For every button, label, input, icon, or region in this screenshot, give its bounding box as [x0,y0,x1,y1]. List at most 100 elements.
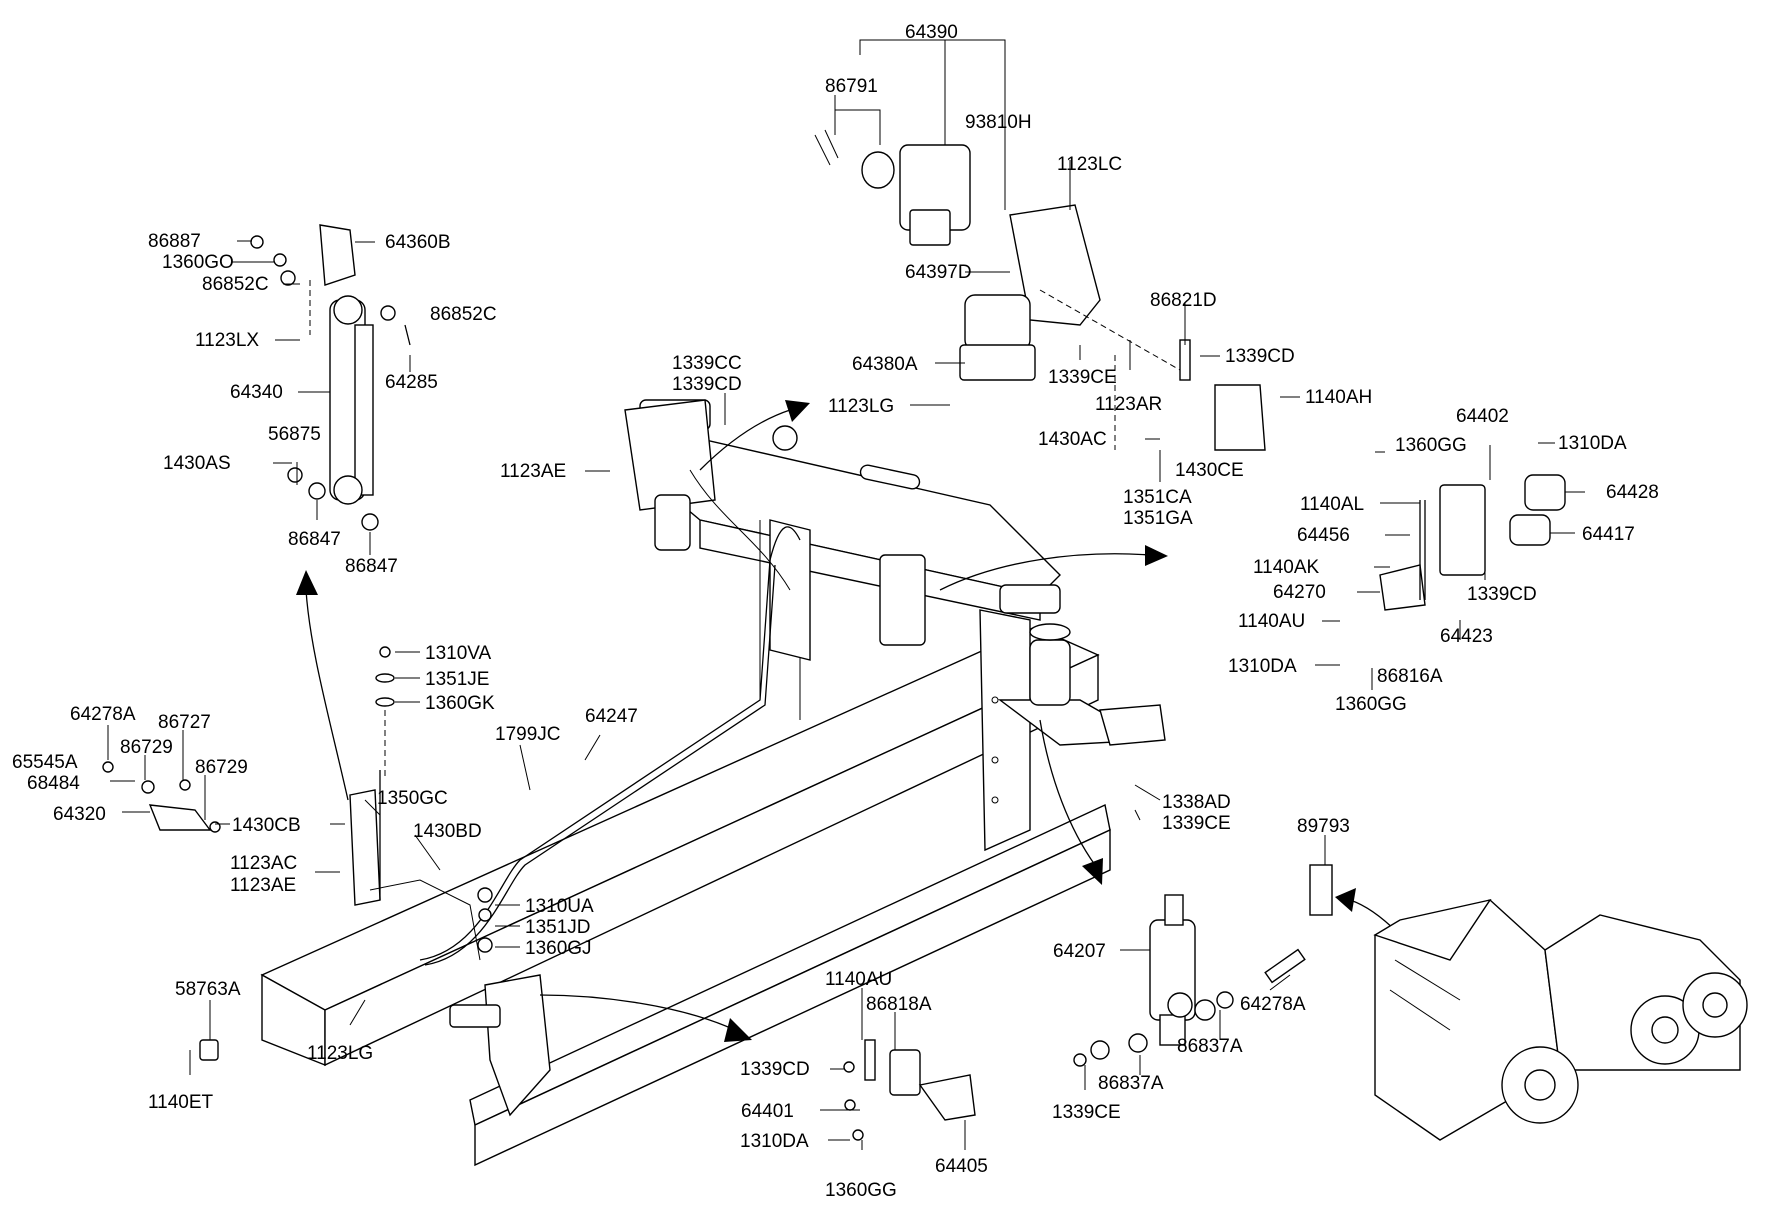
label-89793: 89793 [1297,816,1350,837]
label-1140AH: 1140AH [1305,387,1372,408]
valve-64417 [1509,514,1551,546]
cab-mount-right [999,584,1061,614]
valve-64428 [1524,474,1566,511]
label-86729-a: 86729 [120,737,173,758]
label-64380A: 64380A [852,354,918,375]
truck-illustration [1309,864,1748,1141]
label-86837A-a: 86837A [1177,1036,1243,1057]
label-1310DA-c: 1310DA [740,1131,809,1152]
label-86821D: 86821D [1150,290,1217,311]
label-68484: 68484 [27,773,80,794]
label-64247: 64247 [585,706,638,727]
label-64405: 64405 [935,1156,988,1177]
label-64428: 64428 [1606,482,1659,503]
label-64417: 64417 [1582,524,1635,545]
bracket-1140AH [1214,384,1266,451]
label-1799JC: 1799JC [495,724,561,745]
label-64278A-a: 64278A [70,704,136,725]
shock-absorber-assembly [1073,894,1306,1067]
label-86847-b: 86847 [345,556,398,577]
label-64278A-b: 64278A [1240,994,1306,1015]
label-1123LC: 1123LC [1057,154,1122,175]
label-1351CA: 1351CA [1123,487,1192,508]
frame-rail-left-top [260,626,1100,1011]
valve-block [879,554,926,646]
label-64320: 64320 [53,804,106,825]
label-1351JE: 1351JE [425,669,489,690]
label-64397D: 64397D [905,262,972,283]
label-86852C-b: 86852C [430,304,497,325]
label-1430AS: 1430AS [163,453,231,474]
label-64207: 64207 [1053,941,1106,962]
bracket-64360B [319,224,356,286]
part-labels: 64390 86791 93810H 1123LC 64397D 86821D … [12,22,1659,1201]
label-1140AK: 1140AK [1253,557,1320,578]
label-1339CD-d: 1339CD [740,1059,810,1080]
clip-58763A [199,1039,219,1061]
hydraulic-line-64247 [419,526,801,961]
label-1430AC: 1430AC [1038,429,1107,450]
label-1360GJ: 1360GJ [525,938,592,959]
label-1140AU-a: 1140AU [1238,611,1305,632]
height-valve-assembly [843,1039,976,1141]
label-86887: 86887 [148,231,201,252]
label-1123LX: 1123LX [195,330,259,351]
label-1339CE-b: 1339CE [1162,813,1231,834]
label-64285: 64285 [385,372,438,393]
label-64360B: 64360B [385,232,451,253]
valve-64423 [1439,484,1486,576]
label-1360GO: 1360GO [162,252,234,273]
label-1360GG-b: 1360GG [1335,694,1407,715]
label-86847-a: 86847 [288,529,341,550]
label-86727: 86727 [158,712,211,733]
label-64390: 64390 [905,22,958,43]
label-1140ET: 1140ET [148,1092,214,1113]
label-1310VA: 1310VA [425,643,492,664]
motor-64380A [964,294,1031,351]
label-1310DA-b: 1310DA [1228,656,1297,677]
pump-assembly-top [814,129,1266,451]
label-1140AL: 1140AL [1300,494,1364,515]
cab-lock [484,974,551,1117]
label-64402: 64402 [1456,406,1509,427]
label-86816A: 86816A [1377,666,1443,687]
pump-mount [624,399,716,511]
label-1339CC: 1339CC [672,353,742,374]
label-64456: 64456 [1297,525,1350,546]
label-1123AC: 1123AC [230,853,297,874]
label-1140AU-b: 1140AU [825,969,892,990]
label-65545A: 65545A [12,752,78,773]
label-64340: 64340 [230,382,283,403]
label-1351JD: 1351JD [525,917,591,938]
label-1350GC: 1350GC [377,788,448,809]
label-1310DA-a: 1310DA [1558,433,1627,454]
label-56875: 56875 [268,424,321,445]
bracket-64320 [148,804,212,831]
label-1339CE-c: 1339CE [1052,1102,1121,1123]
label-86837A-b: 86837A [1098,1073,1164,1094]
label-58763A: 58763A [175,979,241,1000]
label-1338AD: 1338AD [1162,792,1231,813]
label-1360GG-c: 1360GG [825,1180,897,1201]
label-1123LG-a: 1123LG [828,396,894,417]
leader-lines [107,39,1585,1150]
label-93810H: 93810H [965,112,1032,133]
rod-64401 [864,1039,876,1081]
tilt-cylinder-assembly [250,224,411,531]
label-1351GA: 1351GA [1123,508,1193,529]
label-1430CE: 1430CE [1175,460,1244,481]
label-64423: 64423 [1440,626,1493,647]
frame-rail-left-side [324,653,1099,1067]
bolt-64278A [1264,948,1306,984]
valve-assembly-right [1379,474,1566,611]
label-1360GK: 1360GK [425,693,495,714]
label-1339CD-b: 1339CD [672,374,742,395]
label-86852C-a: 86852C [202,274,269,295]
label-1310UA: 1310UA [525,896,594,917]
label-64401: 64401 [741,1101,794,1122]
frame-rail-right-side [474,828,1111,1167]
label-1430BD: 1430BD [413,821,482,842]
label-1123AR: 1123AR [1095,394,1162,415]
